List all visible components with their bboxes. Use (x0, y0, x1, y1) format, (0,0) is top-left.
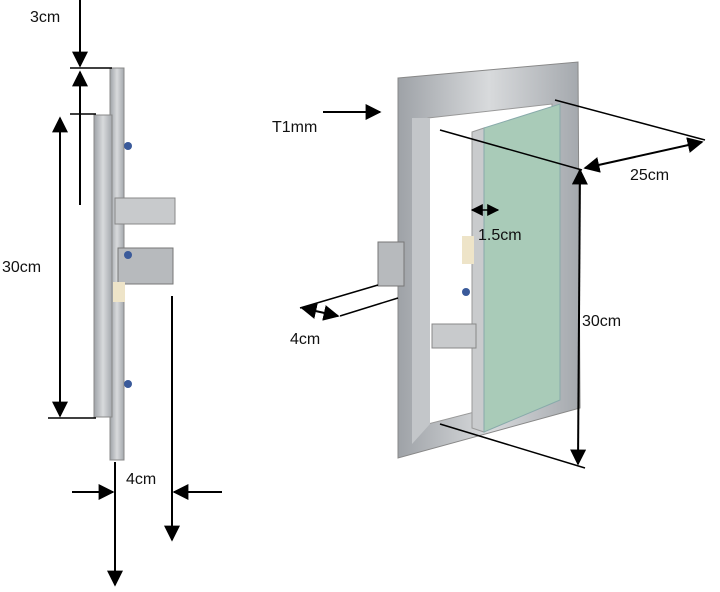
screw-icon (462, 288, 470, 296)
side-view: 3cm 30cm 4cm (2, 0, 222, 587)
label-width: 25cm (630, 167, 669, 184)
label-top-offset: 3cm (30, 9, 60, 26)
inner-frame-side (412, 118, 430, 444)
latch-bracket (377, 241, 405, 287)
label-side-depth: 4cm (126, 471, 156, 488)
label-perspective-depth: 4cm (290, 331, 320, 348)
label-perspective-height: 30cm (582, 313, 621, 330)
latch-bracket (114, 197, 176, 225)
hinge-bracket (431, 323, 477, 349)
screw-icon (124, 142, 132, 150)
screw-icon (124, 251, 132, 259)
label-thickness: T1mm (272, 119, 317, 136)
door-edge (471, 127, 485, 433)
label-side-height: 30cm (2, 259, 41, 276)
perspective-view: T1mm 25cm 1.5cm 4cm 30cm (272, 61, 706, 469)
latch-plastic (113, 282, 125, 302)
gypsum-board (483, 103, 561, 433)
screw-icon (124, 380, 132, 388)
label-gap: 1.5cm (478, 227, 522, 244)
latch-plastic (462, 236, 474, 264)
frame-profile (93, 114, 113, 418)
